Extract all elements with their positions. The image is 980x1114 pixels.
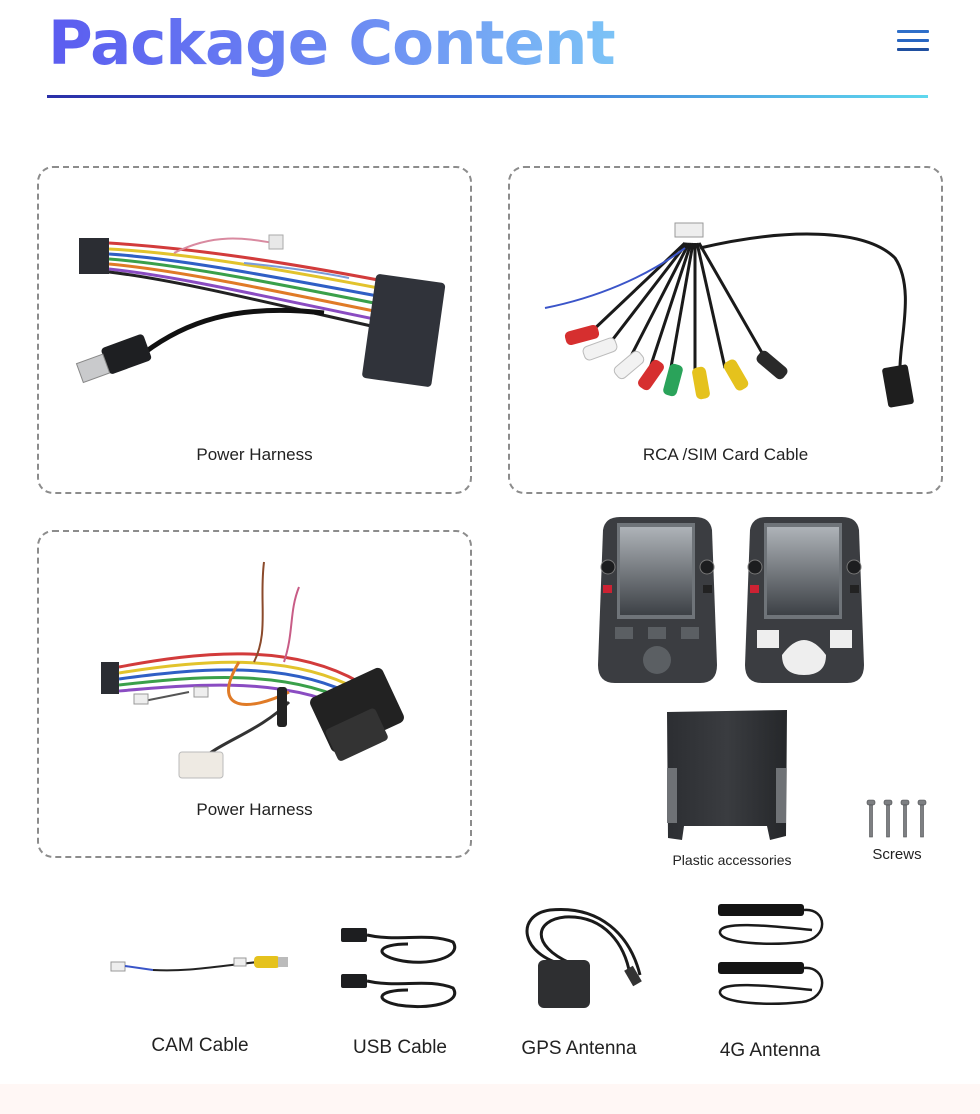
head-unit-frame-right-image	[745, 517, 864, 683]
usb-cable-label: USB Cable	[353, 1037, 447, 1058]
head-unit-frame-left-image	[598, 517, 717, 683]
hamburger-menu-icon[interactable]	[897, 30, 929, 54]
menu-bar	[897, 39, 929, 42]
screws-image	[866, 799, 927, 838]
power-harness-image	[75, 234, 446, 387]
menu-bar	[897, 48, 929, 51]
usb-cable-image	[341, 928, 457, 1009]
4g-antenna-label: 4G Antenna	[719, 1040, 821, 1061]
page-title: Package Content	[48, 6, 616, 82]
power-harness-2-card: Power Harness	[37, 530, 472, 858]
gps-antenna-image	[525, 907, 642, 1008]
gps-antenna-label: GPS Antenna	[521, 1038, 637, 1059]
power-harness-2-label: Power Harness	[196, 800, 313, 819]
footer-strip	[0, 1084, 980, 1114]
menu-bar	[897, 30, 929, 33]
power-harness-2-image	[101, 561, 404, 779]
power-harness-card: Power Harness	[37, 166, 472, 494]
4g-antenna-image	[718, 904, 824, 1005]
cam-cable-image	[110, 956, 288, 972]
rca-sim-cable-label: RCA /SIM Card Cable	[642, 445, 809, 464]
screws-label: Screws	[872, 846, 922, 863]
power-harness-label: Power Harness	[196, 445, 313, 464]
plastic-accessory-image	[667, 710, 787, 840]
rca-sim-cable-card: RCA /SIM Card Cable	[508, 166, 943, 494]
plastic-accessories-label: Plastic accessories	[672, 852, 792, 868]
cam-cable-label: CAM Cable	[151, 1035, 249, 1056]
title-divider	[47, 95, 928, 98]
rca-sim-cable-image	[544, 222, 914, 408]
